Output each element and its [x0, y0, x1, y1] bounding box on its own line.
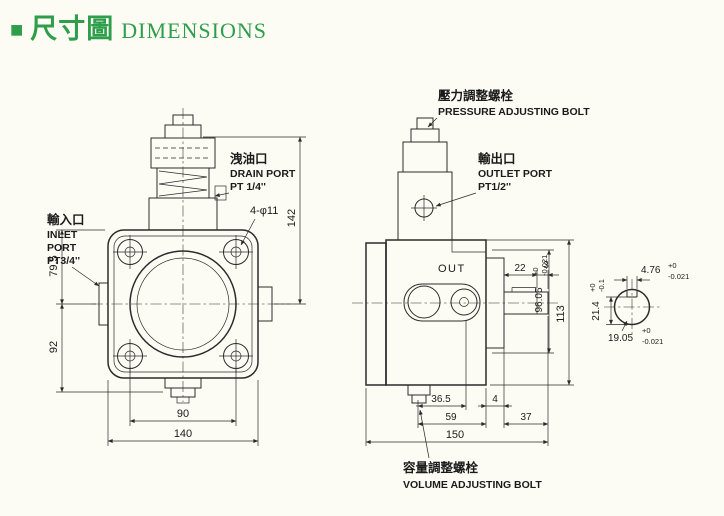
inlet-port-label-en-1: INLET [47, 229, 78, 241]
outlet-port-size: PT1/2'' [478, 181, 511, 193]
bolt-hole [113, 235, 147, 269]
dim-96-05: 96.05 [534, 287, 545, 312]
page-title-zh: 尺寸圖 [30, 14, 115, 44]
keyway [626, 290, 638, 298]
dim-key-height-tol-minus: -0.1 [597, 279, 606, 292]
side-mounting-flange [365, 242, 387, 386]
dim-4: 4 [492, 394, 498, 405]
inlet-port-boss [98, 282, 109, 326]
dim-key-width-tol-plus: +0 [668, 261, 677, 270]
front-view: 142 79.5 92 [47, 108, 306, 446]
dim-96-05-tol-minus: -0.021 [540, 255, 549, 276]
page-header: ■ 尺寸圖 DIMENSIONS [10, 7, 267, 46]
dim-22: 22 [514, 263, 526, 274]
side-view-callouts: 壓力調整螺栓 PRESSURE ADJUSTING BOLT 輸出口 OUTLE… [402, 88, 590, 491]
dim-59: 59 [445, 412, 457, 423]
pump-front-outline [98, 114, 273, 404]
dim-key-height-tol-plus: +0 [588, 283, 597, 292]
dim-shaft-diameter-tol-minus: -0.021 [642, 337, 663, 346]
dim-37: 37 [520, 412, 532, 423]
dim-96-05-tol-plus: +0 [531, 267, 540, 276]
pressure-valve-tower [148, 114, 227, 231]
dim-150: 150 [446, 429, 464, 441]
pump-side-outline [365, 117, 549, 407]
page-title-en: DIMENSIONS [121, 18, 267, 43]
bolt-hole [219, 235, 253, 269]
dim-113: 113 [555, 305, 567, 323]
dim-height-142: 142 [286, 209, 298, 227]
pressure-adjusting-bolt [397, 117, 453, 241]
front-view-dimensions: 142 79.5 92 [48, 136, 306, 446]
side-view-dimensions: 22 3 96.05 +0 -0.021 113 [365, 239, 574, 446]
dim-key-width: 4.76 [641, 265, 661, 276]
dim-key-width-tol-minus: -0.021 [668, 272, 689, 281]
dim-height-79-5: 79.5 [48, 255, 60, 276]
bottom-plug [164, 377, 202, 404]
front-view-centerlines [92, 108, 290, 402]
drain-port-label-en: DRAIN PORT [230, 168, 296, 180]
dim-shaft-diameter-tol-plus: +0 [642, 326, 651, 335]
dim-shaft-diameter: 19.05 [608, 333, 633, 344]
outlet-port-label-en: OUTLET PORT [478, 168, 553, 180]
drain-port-size: PT 1/4'' [230, 181, 266, 193]
pump-bore-circle [129, 250, 237, 358]
volume-bolt-label-zh: 容量調整螺栓 [402, 460, 479, 475]
front-view-callouts: 洩油口 DRAIN PORT PT 1/4'' 輸入口 INLET PORT P… [47, 151, 296, 287]
pressure-bolt-label-en: PRESSURE ADJUSTING BOLT [438, 106, 590, 118]
out-label: OUT [438, 263, 466, 275]
section-bullet-icon: ■ [10, 17, 24, 42]
drain-port-nipple [214, 185, 227, 201]
pressure-bolt-label-zh: 壓力調整螺栓 [438, 88, 514, 103]
inlet-port-label-en-2: PORT [47, 242, 77, 254]
outlet-port-label-zh: 輸出口 [478, 151, 516, 166]
dim-3: 3 [543, 260, 549, 271]
inlet-port-label-zh: 輸入口 [47, 212, 85, 227]
dim-height-92: 92 [48, 341, 60, 353]
dim-key-height: 21.4 [591, 301, 602, 321]
port-face [403, 283, 481, 322]
volume-bolt-label-en: VOLUME ADJUSTING BOLT [403, 479, 542, 491]
drain-port-label-zh: 洩油口 [230, 151, 268, 166]
right-port-boss [257, 286, 273, 322]
dim-36-5: 36.5 [431, 394, 451, 405]
side-view: 22 3 96.05 +0 -0.021 113 [352, 88, 590, 491]
dim-bolt-holes: 4-φ11 [250, 205, 278, 217]
inlet-port-size: PT3/4'' [47, 255, 80, 267]
shaft-end-detail: 4.76 +0 -0.021 21.4 +0 -0.1 19.05 +0 -0.… [588, 261, 689, 346]
dim-width-90: 90 [177, 408, 189, 420]
dim-width-140: 140 [174, 428, 192, 440]
volume-adjusting-bolt [407, 384, 431, 407]
